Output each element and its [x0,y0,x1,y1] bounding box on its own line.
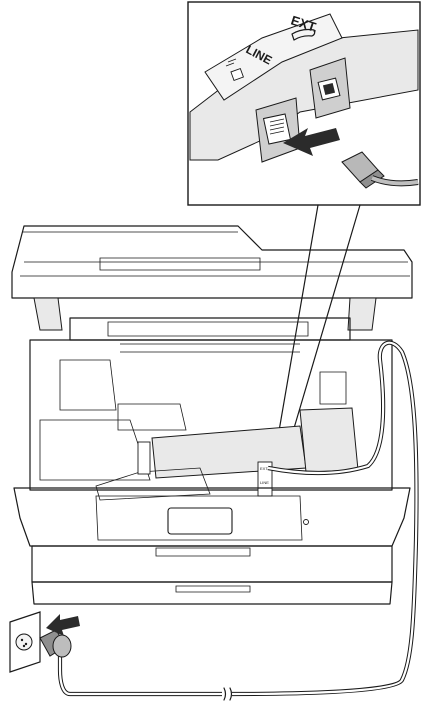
control-panel-display [167,507,233,535]
telephone-line-cord [57,340,419,701]
device-line-label: LINE [260,480,269,485]
power-indicator [303,519,309,525]
wall-jack [9,611,80,673]
zoom-guide-lines [273,204,361,463]
device-ext-label: EXT. [260,466,268,471]
inset-zoom-panel: EXT. LINE [187,1,421,206]
printer-body: EXT. LINE [11,225,413,605]
